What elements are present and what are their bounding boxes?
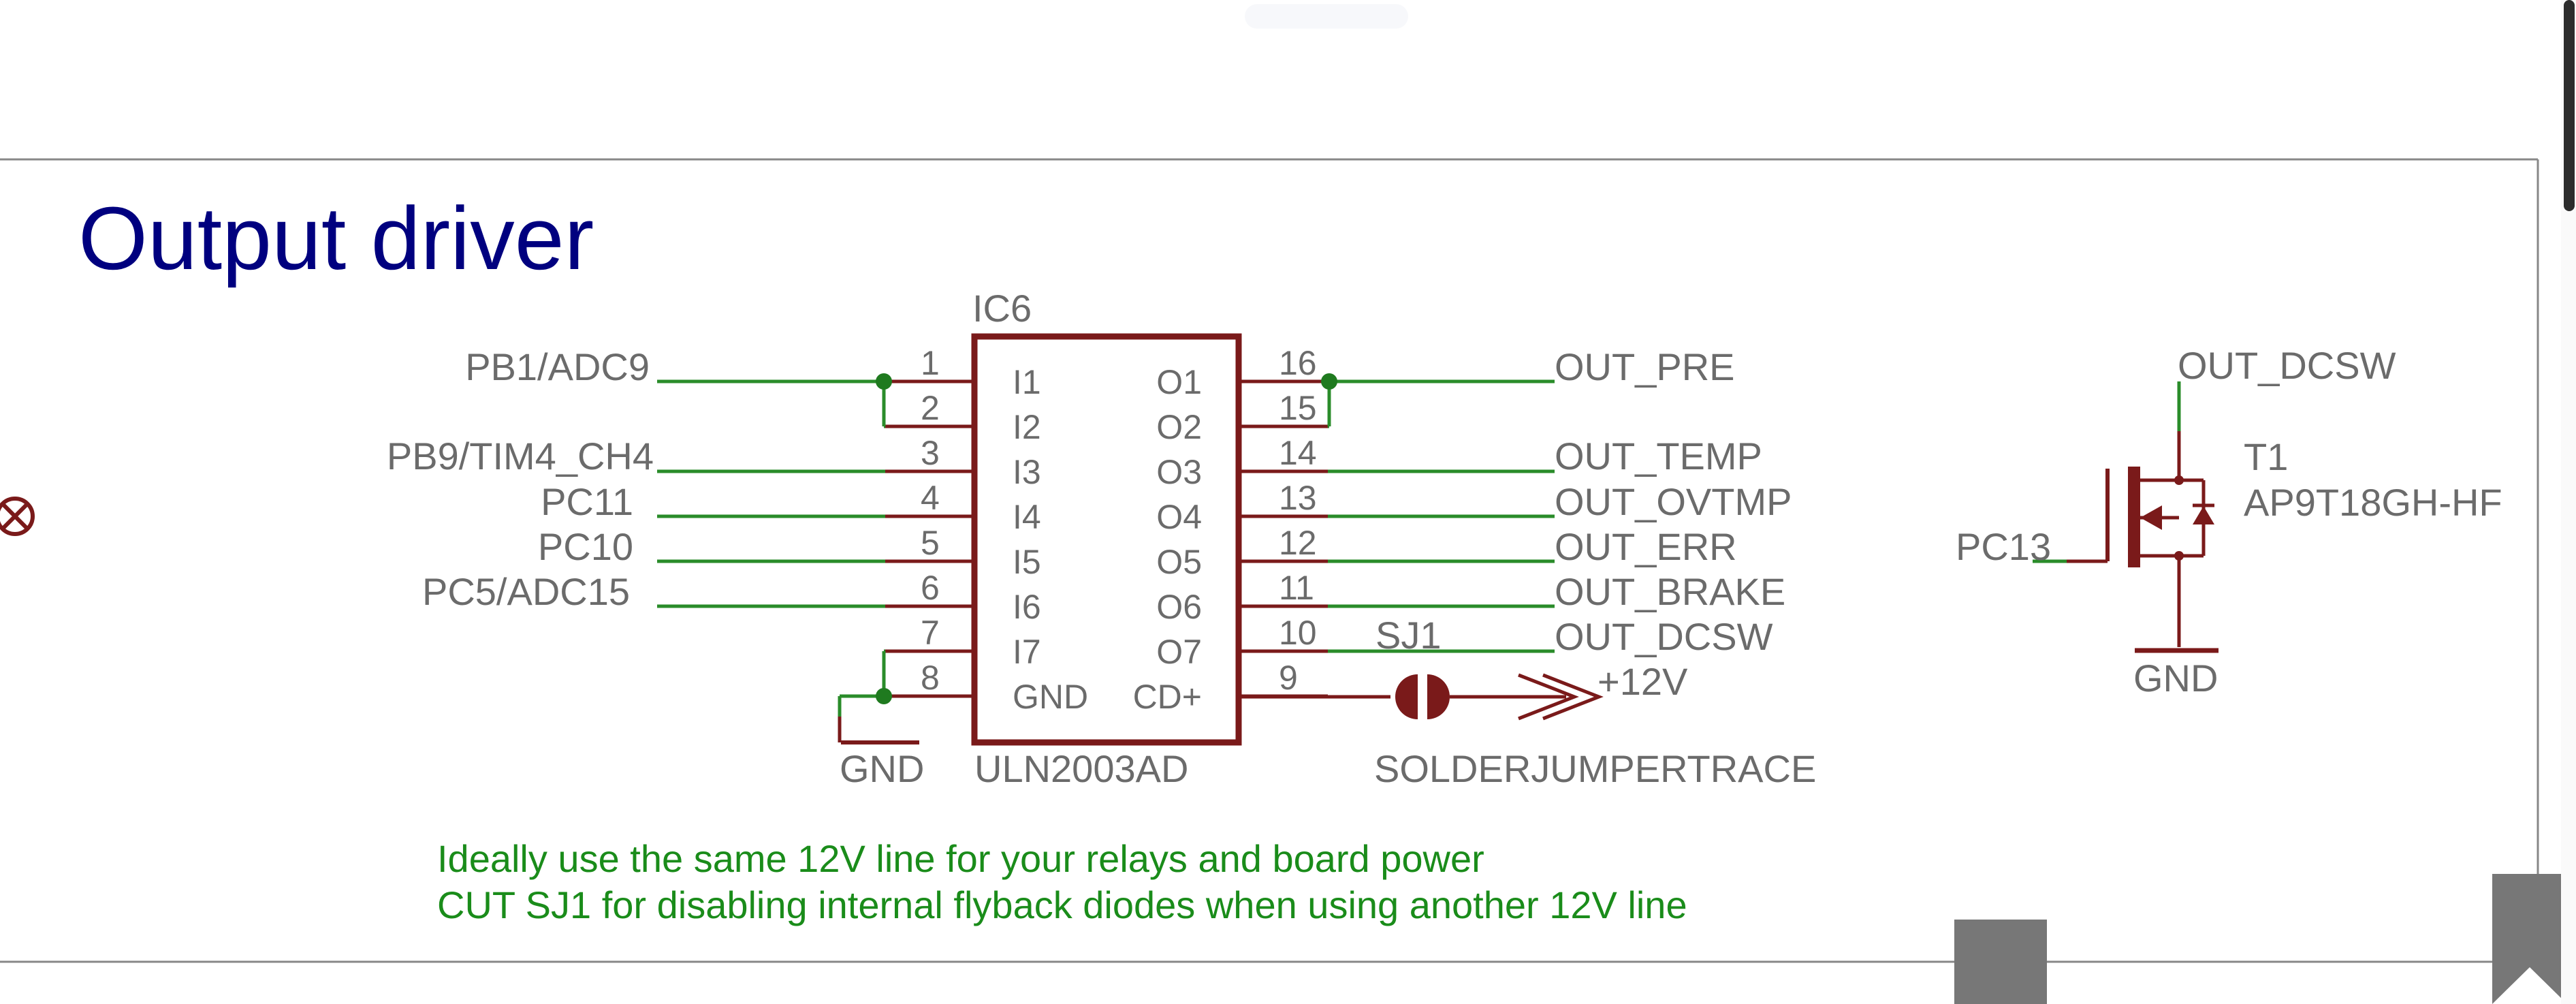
ic6-pin-number: 1	[921, 344, 940, 382]
note-line-2: CUT SJ1 for disabling internal flyback d…	[437, 883, 1687, 926]
ic6-pin-name: O5	[1156, 543, 1202, 581]
ic6-refdes: IC6	[972, 287, 1032, 330]
ic6-pin-number: 7	[921, 614, 940, 652]
ic6-pin-name: GND	[1013, 678, 1088, 716]
ic6-pin-name: I4	[1013, 498, 1041, 536]
ic6-pin-name: O1	[1156, 363, 1202, 401]
ic6-pin-name: CD+	[1133, 678, 1202, 716]
t1-drain-net: OUT_DCSW	[2178, 344, 2396, 387]
ic6-pin-number: 3	[921, 434, 940, 472]
sj1-solder-jumper[interactable]: SJ1 SOLDERJUMPERTRACE	[1239, 614, 1816, 790]
ic6-gnd-symbol[interactable]: GND	[838, 717, 924, 790]
net-label-out-brake: OUT_BRAKE	[1555, 570, 1785, 613]
net-label-out-err: OUT_ERR	[1555, 525, 1737, 568]
t1-source-net: GND	[2133, 657, 2218, 700]
net-label-out-ovtmp: OUT_OVTMP	[1555, 480, 1792, 523]
ic6-pin-name: I5	[1013, 543, 1041, 581]
output-wires	[1321, 373, 1555, 653]
sheet-frame	[0, 158, 2539, 963]
ic6-pin-number: 10	[1279, 614, 1317, 652]
net-label-pb1-adc9: PB1/ADC9	[465, 345, 650, 388]
net-label-pc5-adc15: PC5/ADC15	[422, 570, 630, 613]
scrollbar-track[interactable]	[2561, 0, 2576, 1004]
ic6-value: ULN2003AD	[974, 747, 1188, 790]
net-label-pc11: PC11	[541, 480, 633, 523]
ic6-pin-name: I1	[1013, 363, 1041, 401]
top-handle[interactable]	[1245, 4, 1408, 29]
ic6-pin-name: I6	[1013, 588, 1041, 626]
t1-mosfet[interactable]: T1 AP9T18GH-HF OUT_DCSW PC13 GND	[1956, 344, 2502, 700]
supply-12v-symbol[interactable]: +12V	[1518, 660, 1688, 721]
net-label-out-temp: OUT_TEMP	[1555, 435, 1762, 477]
sj1-value: SOLDERJUMPERTRACE	[1374, 747, 1816, 790]
ic6-gnd-label: GND	[840, 747, 924, 790]
ic6-pin-number: 12	[1279, 524, 1317, 562]
ic6-pin-number: 15	[1279, 389, 1317, 427]
net-label-out-pre: OUT_PRE	[1555, 345, 1735, 388]
net-label-pb9-tim4-ch4: PB9/TIM4_CH4	[387, 435, 654, 477]
ic6-pin-name: O6	[1156, 588, 1202, 626]
bookmark-icon[interactable]	[2492, 874, 2567, 1004]
t1-gate-net: PC13	[1956, 525, 2051, 568]
ic6-pin-name: I7	[1013, 633, 1041, 671]
note-line-1: Ideally use the same 12V line for your r…	[437, 837, 1484, 880]
wire-junction	[1321, 373, 1337, 390]
net-label-out-dcsw: OUT_DCSW	[1555, 615, 1773, 658]
net-label-pc10: PC10	[538, 525, 633, 568]
sj1-refdes: SJ1	[1376, 614, 1442, 657]
t1-value: AP9T18GH-HF	[2244, 481, 2502, 524]
t1-refdes: T1	[2244, 435, 2288, 478]
ic6-body[interactable]	[971, 333, 1242, 746]
ic6-pin-number: 2	[921, 389, 940, 427]
ic6-pin-number: 9	[1279, 659, 1298, 697]
ic6-pin-name: O4	[1156, 498, 1202, 536]
ic6-pin-number: 5	[921, 524, 940, 562]
ic6-pin-number: 8	[921, 659, 940, 697]
sheet-title: Output driver	[78, 188, 594, 288]
input-wires	[657, 373, 892, 717]
ic6-pin-number: 16	[1279, 344, 1317, 382]
circle-cross-icon[interactable]	[0, 497, 35, 536]
ic6-pin-number: 14	[1279, 434, 1317, 472]
ic6-pin-number: 11	[1279, 569, 1314, 607]
ic6-pin-number: 4	[921, 479, 940, 517]
ic6-pin-number: 6	[921, 569, 940, 607]
wire-junction	[876, 373, 892, 390]
ic6-pin-number: 13	[1279, 479, 1317, 517]
ic6-pin-name: I2	[1013, 408, 1041, 446]
ic6-pin-name: O2	[1156, 408, 1202, 446]
corner-block[interactable]	[1954, 920, 2047, 1004]
ic6-pin-name: O3	[1156, 453, 1202, 491]
ic6-pin-name: O7	[1156, 633, 1202, 671]
scrollbar-thumb[interactable]	[2564, 0, 2575, 211]
supply-12v-label: +12V	[1597, 660, 1688, 703]
ic6-pin-name: I3	[1013, 453, 1041, 491]
wire-junction	[876, 688, 892, 704]
